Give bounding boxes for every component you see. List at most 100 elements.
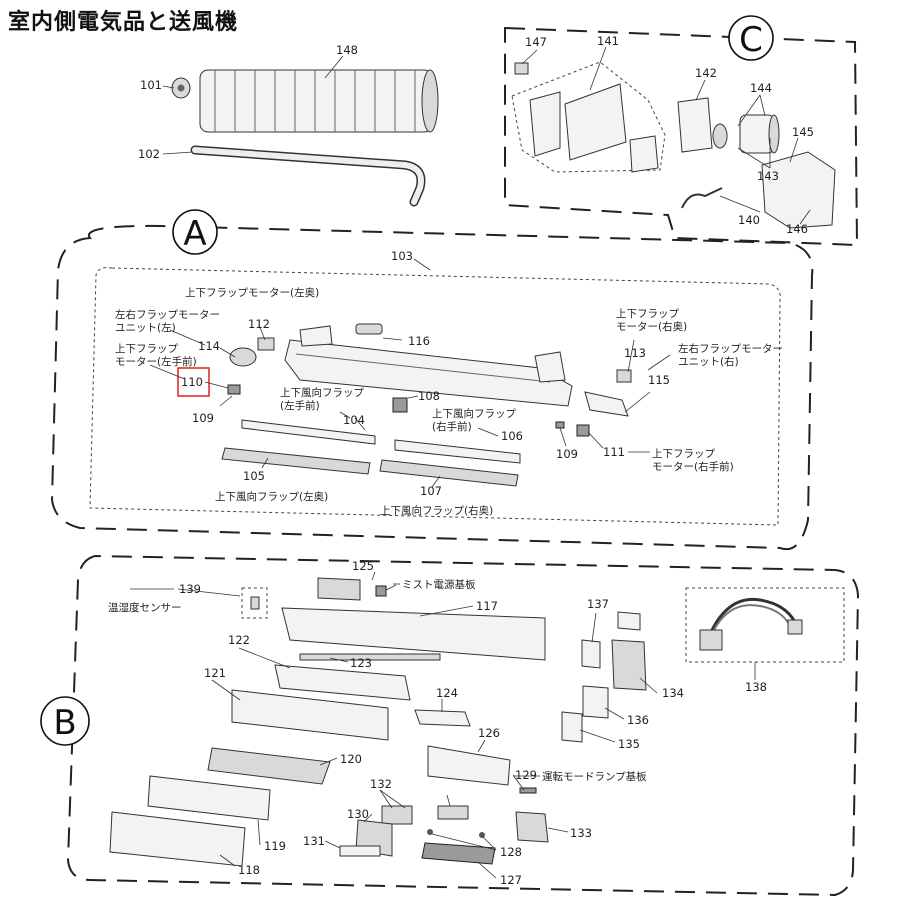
group-141-boundary	[511, 61, 666, 173]
board-129b	[519, 787, 537, 794]
part-number-119: 119	[264, 839, 286, 853]
part-135	[561, 711, 583, 743]
section-b-circle	[40, 696, 90, 746]
part-number-108: 108	[418, 389, 440, 403]
part-number-142: 142	[695, 66, 717, 80]
part-number-116: 116	[408, 334, 430, 348]
section-a-inner-boundary	[89, 267, 781, 526]
vane-106	[394, 439, 521, 464]
label-vane-left-front-2: (左手前)	[280, 399, 320, 412]
board-127	[421, 842, 496, 865]
part-number-114: 114	[198, 339, 220, 353]
part-number-117: 117	[476, 599, 498, 613]
label-flap-motor-right-front-2: モーター(右手前)	[652, 460, 734, 473]
panel-118	[109, 811, 246, 867]
sensor-139-box	[241, 587, 268, 619]
part-number-120: 120	[340, 752, 362, 766]
fan-bearing-101	[171, 77, 191, 99]
part-147	[514, 62, 529, 75]
wire-140	[681, 187, 723, 209]
control-box-145	[761, 151, 836, 229]
label-flap-motor-left-front-1: 上下フラップ	[115, 343, 178, 355]
section-c-boundary	[504, 26, 859, 247]
label-vane-right-front-1: 上下風向フラップ	[432, 407, 516, 420]
label-lr-flap-motor-right-2: ユニット(右)	[678, 355, 739, 368]
section-c-letter: C	[739, 20, 763, 60]
part-number-136: 136	[627, 713, 649, 727]
screw-116	[355, 323, 383, 335]
part-number-107: 107	[420, 484, 442, 498]
right-motor-parts	[555, 369, 632, 437]
part-number-131: 131	[303, 834, 325, 848]
label-flap-motor-left-front-2: モーター(左手前)	[115, 355, 197, 368]
part-number-128: 128	[500, 845, 522, 859]
label-mist-board: ミスト電源基板	[402, 578, 476, 591]
part-number-111: 111	[603, 445, 625, 459]
wire-harness-138	[699, 597, 803, 651]
part-number-106: 106	[501, 429, 523, 443]
part-number-112: 112	[248, 317, 270, 331]
part-number-109b: 109	[556, 447, 578, 461]
harness-138-box	[685, 587, 845, 663]
label-vane-left-front-1: 上下風向フラップ	[280, 386, 364, 399]
part-number-134: 134	[662, 686, 684, 700]
vane-105	[221, 447, 371, 475]
left-motor-parts	[227, 337, 275, 395]
screws-128	[427, 829, 485, 838]
part-number-139: 139	[179, 582, 201, 596]
electric-box-117	[281, 607, 546, 661]
part-number-104: 104	[343, 413, 365, 427]
section-a-circle	[172, 209, 218, 255]
part-number-146: 146	[786, 222, 808, 236]
part-number-121: 121	[204, 666, 226, 680]
part-number-124: 124	[436, 686, 458, 700]
board-129	[437, 805, 469, 820]
part-number-141: 141	[597, 34, 619, 48]
part-number-143: 143	[757, 169, 779, 183]
part-number-144: 144	[750, 81, 772, 95]
part-number-145: 145	[792, 125, 814, 139]
section-b-letter: B	[53, 703, 76, 743]
part-number-133: 133	[570, 826, 592, 840]
case-126	[427, 745, 511, 786]
part-number-129: 129	[515, 768, 537, 782]
part-number-130: 130	[347, 807, 369, 821]
part-134	[617, 611, 641, 631]
part-number-132: 132	[370, 777, 392, 791]
part-number-118: 118	[238, 863, 260, 877]
board-120	[207, 747, 331, 785]
section-c-circle	[728, 15, 774, 61]
board-132	[381, 805, 413, 825]
cross-flow-fan-148	[199, 69, 439, 133]
label-humidity-sensor: 温湿度センサー	[108, 601, 182, 614]
part-number-122: 122	[228, 633, 250, 647]
bracket-134	[611, 639, 647, 691]
label-flap-motor-right-back-1: 上下フラップ	[616, 308, 679, 320]
bracket-142	[677, 97, 713, 153]
part-number-127: 127	[500, 873, 522, 887]
cover-119	[147, 775, 271, 821]
vane-107	[379, 459, 519, 487]
pipe-assembly-102	[190, 145, 426, 207]
label-mode-lamp-board: 運転モードランプ基板	[542, 770, 647, 783]
cover-122	[274, 664, 411, 701]
label-flap-motor-right-front-1: 上下フラップ	[652, 448, 715, 460]
part-number-138: 138	[745, 680, 767, 694]
section-a-letter: A	[183, 214, 206, 254]
label-vane-right-back: 上下風向フラップ(右奥)	[380, 504, 493, 517]
part-number-137: 137	[587, 597, 609, 611]
bar-123	[299, 653, 441, 661]
label-vane-left-back: 上下風向フラップ(左奥)	[215, 490, 328, 503]
part-137	[581, 639, 601, 669]
section-b-boundary	[66, 554, 860, 897]
part-number-101: 101	[140, 78, 162, 92]
label-flap-motor-left-back: 上下フラップモーター(左奥)	[185, 286, 319, 299]
part-number-148: 148	[336, 43, 358, 57]
part-number-115: 115	[648, 373, 670, 387]
leader-lines	[130, 46, 811, 879]
bracket-group-141	[529, 83, 659, 173]
main-chassis-103	[284, 325, 573, 407]
board-131	[339, 845, 381, 857]
part-108	[392, 397, 408, 413]
